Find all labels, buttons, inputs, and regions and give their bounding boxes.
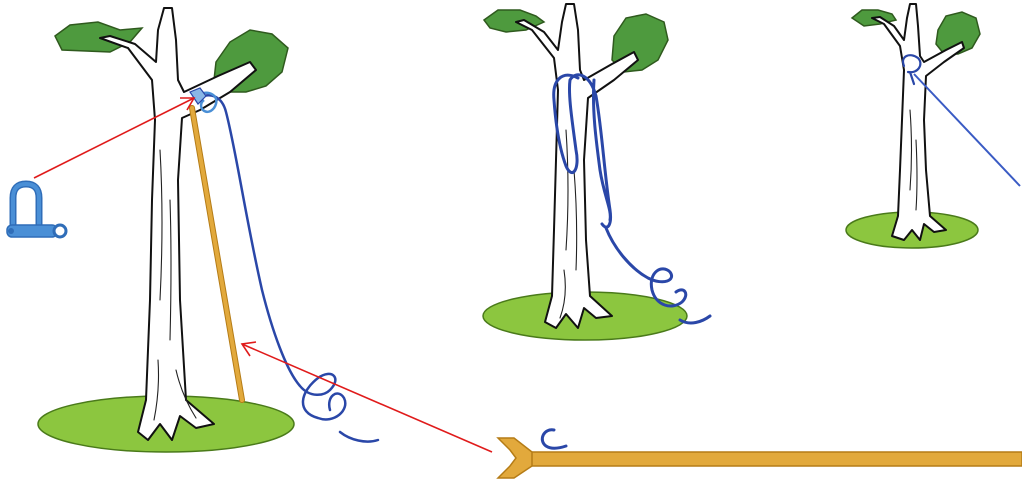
tree-right xyxy=(846,4,980,248)
trunk-left xyxy=(100,8,256,440)
rope-right-taut xyxy=(914,74,1020,186)
pole-hook-icon xyxy=(498,430,1022,478)
rope-left xyxy=(200,95,378,441)
tree-middle xyxy=(483,4,687,340)
tree-left xyxy=(38,8,294,452)
shackle-icon xyxy=(7,184,66,237)
